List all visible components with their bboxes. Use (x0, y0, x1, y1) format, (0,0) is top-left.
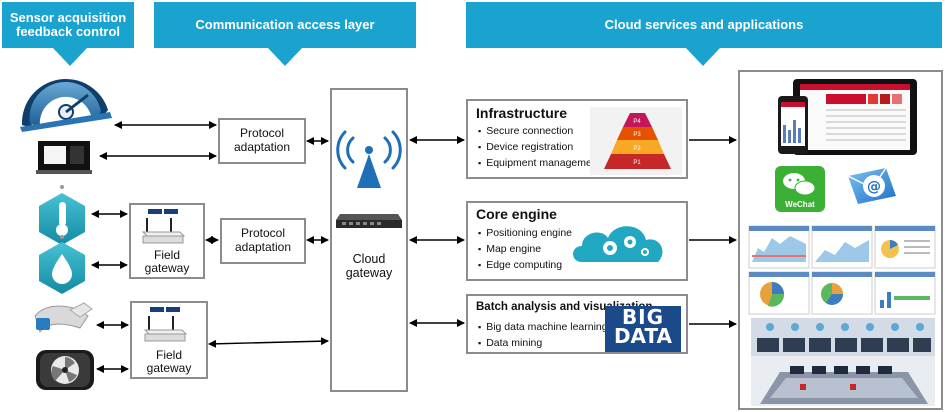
header-sensor-text: Sensor acquisition feedback control (9, 10, 127, 39)
dashboard-thumb (811, 271, 873, 315)
core-engine-items: Positioning engine Map engine Edge compu… (478, 225, 572, 273)
header-communication: Communication access layer (154, 2, 416, 48)
header-sensor-arrow (53, 48, 87, 66)
field-gateway-label-1: Field gateway (144, 248, 190, 276)
protocol-label-mid: Protocol adaptation (234, 226, 292, 254)
cloud-gateway-label: Cloud gateway (345, 252, 393, 281)
header-communication-text: Communication access layer (195, 17, 375, 33)
dashboard-thumb (874, 271, 936, 315)
pyramid-icon (590, 107, 682, 175)
tablet-dashboard-icon (793, 79, 917, 155)
dashboard-thumb (748, 271, 810, 315)
header-communication-arrow (268, 48, 302, 66)
header-cloud: Cloud services and applications (466, 2, 942, 48)
protocol-box-mid (220, 218, 306, 264)
infrastructure-item: Secure connection (478, 123, 601, 139)
connector-arrows (91, 121, 737, 373)
control-room-icon (751, 318, 935, 406)
big-data-line: BIG (621, 305, 665, 329)
field-gateway-device-icon-2 (143, 307, 188, 342)
core-engine-item: Positioning engine (478, 225, 572, 241)
pyramid-label: P2 (633, 146, 641, 152)
cloud-gateway-box (330, 88, 408, 392)
gear-cloud-icon (573, 226, 663, 262)
gauge-icon (20, 78, 112, 132)
fan-device-icon (36, 350, 94, 390)
svg-text:@: @ (867, 179, 881, 195)
pyramid-label: P1 (633, 160, 641, 166)
dashboard-thumb (874, 225, 936, 269)
field-gateway-device-icon-1 (141, 209, 186, 244)
wechat-icon (775, 166, 825, 212)
core-engine-title: Core engine (476, 206, 557, 222)
batch-item: Big data machine learning (478, 319, 607, 335)
network-switch-icon (336, 214, 402, 228)
wireless-tower-icon (336, 130, 402, 188)
arrow-field-cloud (208, 337, 329, 348)
dashboard-thumb (748, 225, 810, 269)
dashboard-thumb (811, 225, 873, 269)
cnc-machine-icon (36, 141, 92, 174)
big-data-icon: BIG DATA (605, 306, 681, 352)
infrastructure-item: Equipment management (478, 155, 600, 171)
infrastructure-item: Device registration (478, 139, 601, 155)
pyramid-label: P4 (633, 119, 641, 125)
core-engine-item: Edge computing (478, 257, 572, 273)
infrastructure-items: Secure connection Device registration Eq… (478, 123, 601, 171)
protocol-label-top: Protocol adaptation (233, 126, 291, 154)
core-engine-item: Map engine (478, 241, 572, 257)
batch-items: Big data machine learning Data mining (478, 319, 608, 351)
wristband-sensor-icon (34, 302, 93, 334)
header-sensor: Sensor acquisition feedback control (2, 2, 134, 48)
dashboard-thumbnails-icon (748, 225, 936, 315)
big-data-line: DATA (613, 324, 673, 348)
wechat-label: WeChat (785, 200, 815, 209)
header-cloud-text: Cloud services and applications (604, 17, 804, 33)
water-drop-sensor-icon (39, 235, 85, 294)
email-icon: @ (847, 167, 896, 204)
protocol-box-top (218, 118, 306, 164)
phone-icon (778, 96, 808, 154)
field-gateway-label-2: Field gateway (146, 348, 192, 376)
header-cloud-arrow (686, 48, 720, 66)
infrastructure-title: Infrastructure (476, 105, 568, 121)
batch-item: Data mining (478, 335, 608, 351)
thermometer-sensor-icon (39, 185, 85, 245)
pyramid-label: P3 (633, 132, 641, 138)
